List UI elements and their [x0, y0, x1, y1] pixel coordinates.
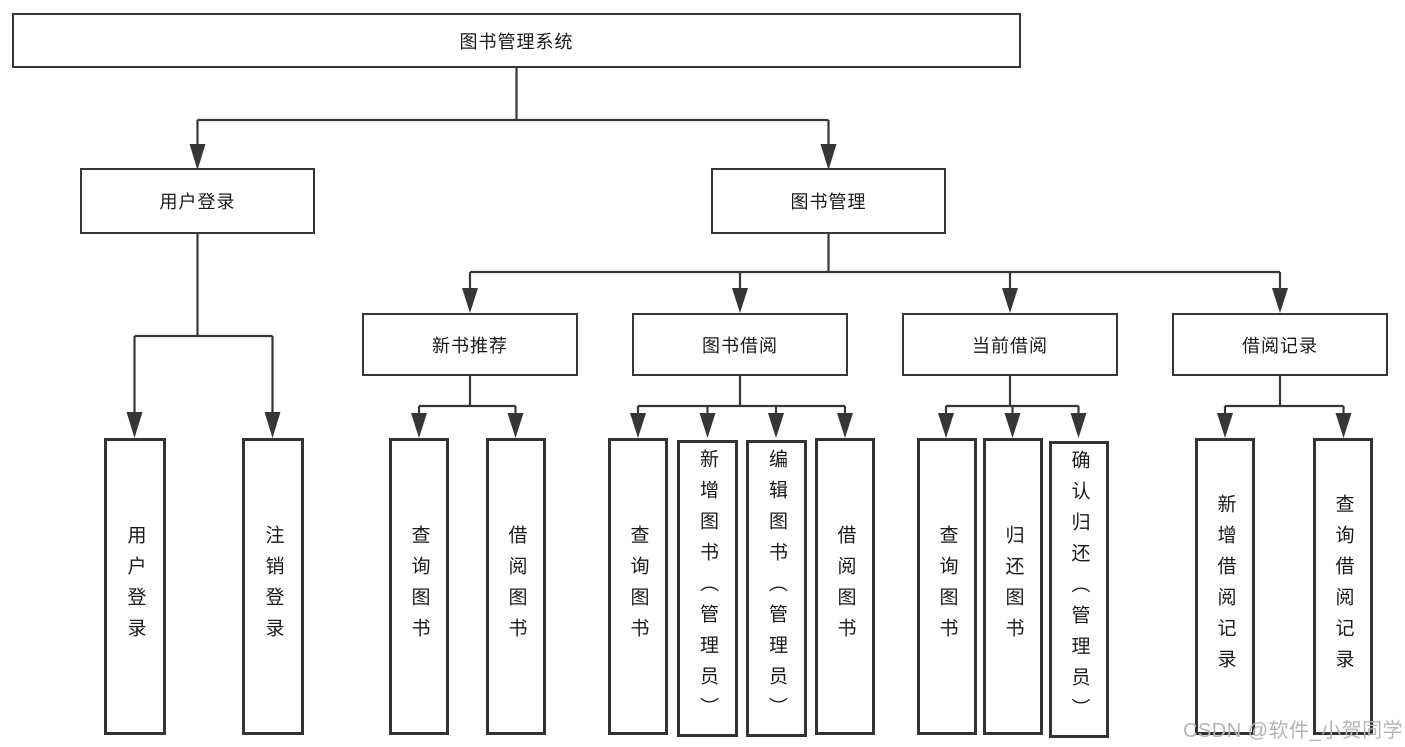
node-label: 当前借阅	[972, 335, 1048, 356]
node-query-borrow-record: 查询借阅记录	[1313, 438, 1373, 735]
node-label: 新增借阅记录	[1214, 493, 1236, 680]
node-label: 编辑图书（管理员）	[766, 449, 787, 728]
node-edit-book-admin: 编辑图书（管理员）	[746, 440, 807, 737]
node-label: 新书推荐	[432, 335, 508, 356]
node-label: 借阅记录	[1242, 335, 1318, 356]
node-return-books: 归还图书	[983, 438, 1043, 735]
node-label: 查询图书	[408, 524, 430, 649]
node-label: 查询图书	[936, 524, 958, 649]
node-add-borrow-record: 新增借阅记录	[1195, 438, 1255, 735]
node-label: 图书管理	[790, 192, 867, 212]
node-confirm-return-admin: 确认归还（管理员）	[1049, 441, 1109, 738]
node-label: 用户登录	[159, 192, 236, 212]
node-book-management: 图书管理	[711, 168, 946, 234]
node-query-books-recommend: 查询图书	[389, 438, 449, 735]
node-add-book-admin: 新增图书（管理员）	[677, 440, 738, 737]
node-borrow-books-recommend: 借阅图书	[486, 438, 546, 735]
node-query-books-borrow: 查询图书	[608, 438, 668, 735]
node-user-login-leaf: 用户登录	[104, 438, 166, 735]
node-label: 查询借阅记录	[1332, 493, 1354, 680]
node-book-borrowing: 图书借阅	[632, 313, 848, 376]
node-logout: 注销登录	[242, 438, 304, 735]
node-current-borrowing: 当前借阅	[902, 313, 1118, 376]
node-label: 借阅图书	[834, 524, 856, 649]
node-label: 新增图书（管理员）	[697, 449, 718, 728]
node-new-book-recommend: 新书推荐	[362, 313, 578, 376]
node-query-books-current: 查询图书	[917, 438, 977, 735]
node-label: 借阅图书	[505, 524, 527, 649]
node-label: 确认归还（管理员）	[1068, 450, 1090, 729]
csdn-watermark: CSDN @软件_小贺同学	[1183, 720, 1404, 742]
node-user-login: 用户登录	[80, 168, 315, 234]
node-label: 查询图书	[627, 524, 649, 649]
node-borrow-books-leaf: 借阅图书	[815, 438, 875, 735]
arrowhead-icons	[126, 144, 1352, 438]
node-library-management-system: 图书管理系统	[12, 13, 1021, 68]
node-borrowing-records: 借阅记录	[1172, 313, 1388, 376]
node-label: 图书借阅	[702, 335, 778, 356]
node-label: 用户登录	[124, 524, 146, 649]
node-label: 归还图书	[1002, 524, 1024, 649]
node-label: 图书管理系统	[459, 31, 574, 52]
node-label: 注销登录	[262, 524, 284, 649]
